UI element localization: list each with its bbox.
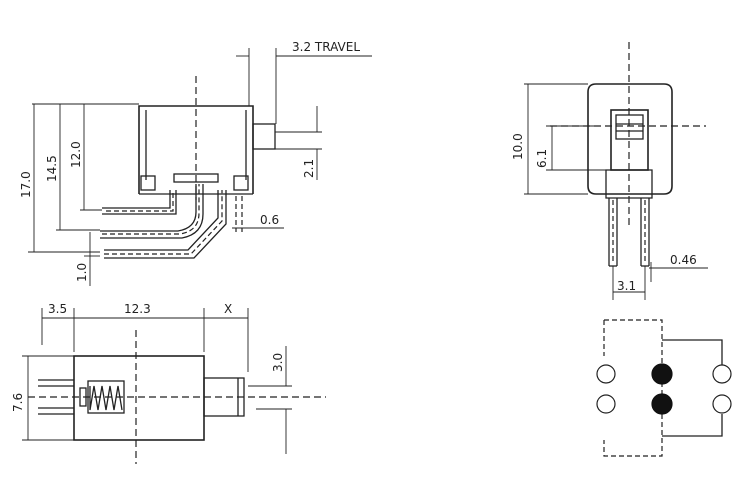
front-view: 3.5 12.3 X 3.0 7.6 xyxy=(11,302,326,464)
front-x-label: X xyxy=(224,302,232,316)
height-17-label: 17.0 xyxy=(19,171,33,198)
pin-width-label: 0.6 xyxy=(260,213,279,227)
offset-label: 1.0 xyxy=(75,263,89,282)
end-6-1-label: 6.1 xyxy=(535,149,549,168)
pad-center-top-filled xyxy=(651,363,673,385)
height-12-label: 12.0 xyxy=(69,141,83,168)
front-7-6-label: 7.6 xyxy=(11,393,25,412)
end-10-label: 10.0 xyxy=(511,133,525,160)
front-3-0-label: 3.0 xyxy=(271,353,285,372)
end-3-1-label: 3.1 xyxy=(617,279,636,293)
pad-center-bottom-filled xyxy=(651,393,673,415)
knob-dimension-label: 2.1 xyxy=(302,159,316,178)
front-3-5-label: 3.5 xyxy=(48,302,67,316)
pcb-layout-view xyxy=(596,319,732,457)
travel-label: 3.2 TRAVEL xyxy=(292,40,360,54)
pad-left-top xyxy=(596,364,616,384)
front-12-3-label: 12.3 xyxy=(124,302,151,316)
pad-right-top xyxy=(712,364,732,384)
pad-right-bottom xyxy=(712,394,732,414)
end-0-46-label: 0.46 xyxy=(670,253,697,267)
end-view: 10.0 6.1 3.1 0.46 xyxy=(511,42,708,300)
height-14-5-label: 14.5 xyxy=(45,155,59,182)
side-elevation-view: 3.2 TRAVEL 2.1 0.6 17.0 14.5 12.0 xyxy=(19,40,372,286)
pad-left-bottom xyxy=(596,394,616,414)
